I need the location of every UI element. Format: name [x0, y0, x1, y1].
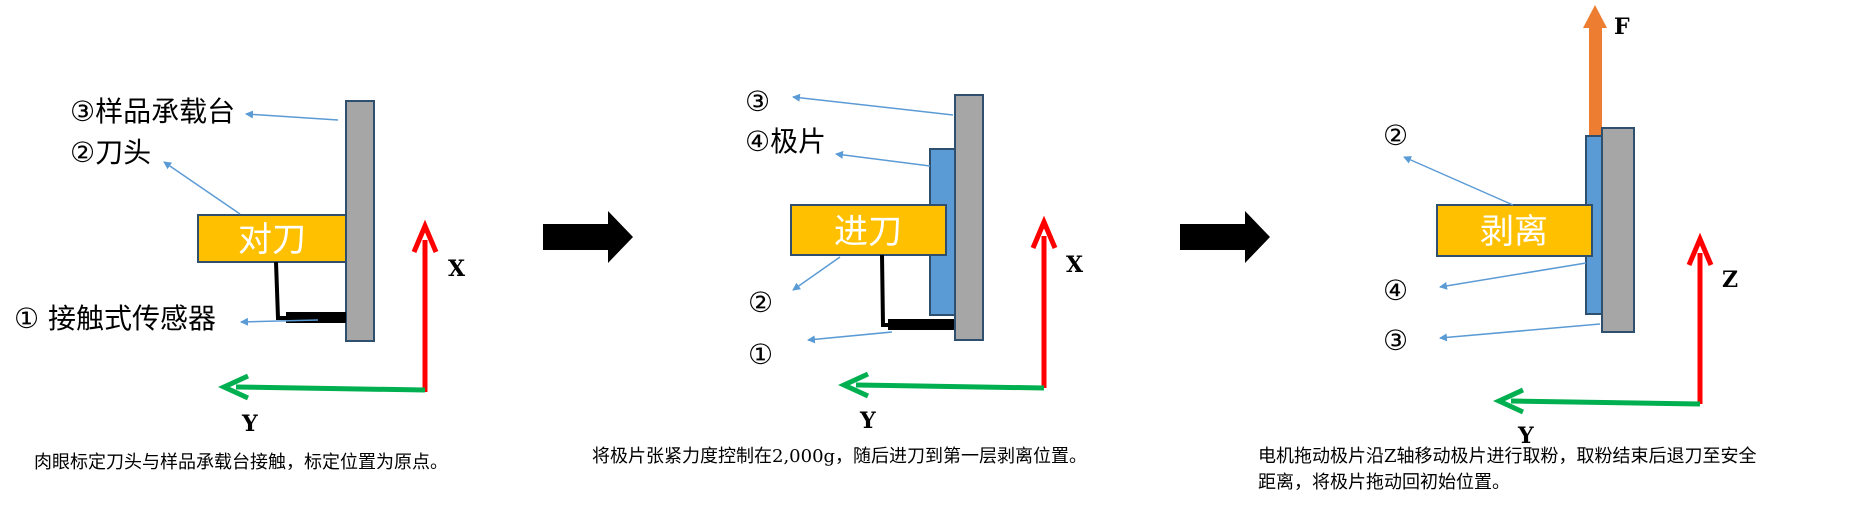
caption-step-3-line-1: 电机拖动极片沿Z轴移动极片进行取粉，取粉结束后退刀至安全 [1258, 446, 1757, 467]
sample-stage [954, 94, 984, 341]
force-arrow-head [1583, 5, 1607, 28]
cutter-head [1436, 204, 1593, 257]
leader-cutter [792, 256, 841, 291]
force-label: F [1614, 14, 1630, 40]
label-electrode: ④极片 [745, 125, 826, 158]
leader-sensor [807, 331, 893, 344]
label-cutter: ②刀头 [70, 136, 151, 169]
cutter-text: 进刀 [834, 212, 902, 252]
axis-z-arrowhead [1686, 232, 1714, 266]
label-sample-stage: ③ [1383, 324, 1408, 357]
caption-step-2: 将极片张紧力度控制在2,000g，随后进刀到第一层剥离位置。 [592, 446, 1088, 467]
panel-3-peel: F 剥离 ② ④ ③ Z Y [1383, 5, 1738, 449]
label-electrode: ④ [1383, 274, 1408, 307]
label-contact-sensor: ① 接触式传感器 [14, 302, 216, 335]
label-sample-stage: ③样品承载台 [70, 95, 235, 128]
contact-sensor [274, 261, 346, 320]
axis-x-arrowhead [411, 219, 439, 253]
axis-label-x: X [448, 256, 466, 282]
process-arrow-2 [1180, 211, 1270, 263]
axis-label-y: Y [859, 408, 876, 434]
cutter-text: 对刀 [238, 220, 306, 260]
leader-electrode [835, 150, 931, 167]
axis-y-arrowhead [217, 373, 250, 401]
axis-label-z: Z [1722, 267, 1738, 293]
sample-stage [1601, 127, 1635, 333]
leader-electrode [1439, 262, 1587, 290]
panel-2-feed: 进刀 ③ ④极片 ② ① X Y [745, 85, 1084, 434]
cutter-text: 剥离 [1480, 212, 1548, 252]
axis-label-x: X [1066, 252, 1084, 278]
axis-label-y: Y [1517, 423, 1534, 449]
leader-cutter [163, 161, 241, 215]
leader-stage [1439, 323, 1601, 342]
sensor-pad [286, 312, 346, 323]
cutter-head [790, 204, 947, 256]
cutter-head [197, 214, 347, 263]
sensor-pad [888, 319, 954, 330]
axis-y-arrow [855, 382, 1045, 391]
leader-sensor [240, 317, 319, 326]
label-contact-sensor: ① [748, 338, 773, 371]
leader-stage [245, 110, 339, 121]
label-cutter: ② [1383, 119, 1408, 152]
axis-y-arrow [235, 384, 426, 393]
caption-step-3-line-2: 距离，将极片拖动回初始位置。 [1258, 472, 1510, 493]
axis-y-arrowhead [1492, 387, 1525, 415]
leader-cutter [1403, 156, 1514, 206]
label-cutter: ② [748, 286, 773, 319]
axis-label-y: Y [241, 411, 258, 437]
leader-stage [792, 93, 954, 116]
axis-y-arrowhead [837, 371, 870, 399]
axis-y-arrow [1510, 398, 1701, 407]
sample-stage [345, 100, 375, 342]
label-sample-stage: ③ [745, 85, 770, 118]
axis-x-arrowhead [1030, 215, 1058, 249]
process-arrow-1 [543, 211, 633, 263]
panel-1-calibration: 对刀 ③样品承载台 ②刀头 ① 接触式传感器 X Y [14, 95, 466, 437]
contact-sensor [880, 254, 930, 327]
force-arrow-shaft [1589, 26, 1602, 136]
caption-step-1: 肉眼标定刀头与样品承载台接触，标定位置为原点。 [34, 452, 448, 473]
